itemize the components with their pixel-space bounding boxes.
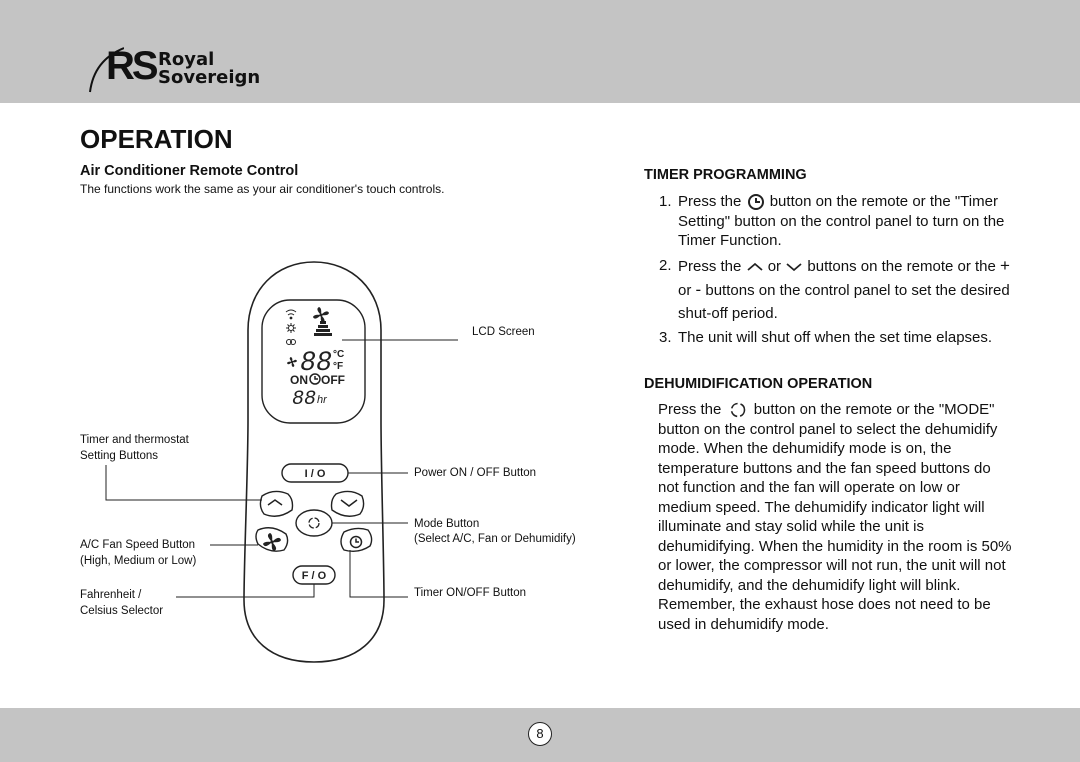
label-power: Power ON / OFF Button — [414, 467, 537, 479]
timer-steps: 1. Press the button on the remote or the… — [644, 192, 1024, 350]
label-fahrenheit-1: Fahrenheit / — [80, 589, 142, 601]
step-text: or — [767, 257, 782, 275]
header-band — [0, 0, 1080, 103]
lcd-hour-digits: 88 — [292, 388, 316, 411]
step-number: 1. — [659, 193, 672, 210]
fan-icon-small — [287, 357, 297, 367]
chevron-up-icon — [267, 499, 283, 506]
lcd-off: OFF — [321, 373, 345, 387]
timer-section-title: TIMER PROGRAMMING — [644, 167, 807, 183]
fan-icon-lcd — [313, 307, 329, 323]
lcd-unit-f: °F — [333, 361, 343, 372]
remote-section-title: Air Conditioner Remote Control — [80, 163, 299, 179]
logo-name-line2: Sovereign — [158, 67, 261, 88]
timer-step-1: 1. Press the button on the remote or the… — [644, 192, 1024, 251]
wifi-icon — [285, 309, 297, 320]
label-timer-thermostat-1: Timer and thermostat — [80, 434, 189, 446]
clock-icon-lcd — [309, 373, 321, 385]
label-lcd-screen: LCD Screen — [472, 326, 535, 338]
step-text: buttons on the remote or — [807, 257, 971, 275]
lcd-hr: hr — [317, 394, 328, 406]
step-text: button on the remote or the "Timer Setti… — [678, 193, 1005, 249]
mode-cycle-icon — [730, 402, 745, 418]
label-mode-2: (Select A/C, Fan or Dehumidify) — [414, 533, 576, 545]
drop-icon — [286, 339, 296, 345]
chevron-down-icon — [340, 499, 358, 507]
fo-button-label: F / O — [302, 570, 327, 582]
label-mode-1: Mode Button — [414, 518, 480, 530]
dehumid-paragraph: Press the button on the remote or the "M… — [658, 400, 1014, 634]
step-text: Press the — [678, 193, 742, 210]
label-fan-1: A/C Fan Speed Button — [80, 539, 196, 551]
brand-logo: RS Royal Sovereign — [84, 40, 264, 100]
timer-button — [340, 527, 373, 553]
timer-step-3: 3. The unit will shut off when the set t… — [644, 328, 1024, 348]
step-text: Press the — [678, 257, 742, 275]
label-fahrenheit-2: Celsius Selector — [80, 605, 164, 617]
clock-icon — [747, 194, 764, 211]
temp-down-button — [330, 490, 365, 517]
step-number: 2. — [659, 256, 672, 274]
label-timer-onoff: Timer ON/OFF Button — [414, 587, 527, 599]
fan-speed-bars — [314, 321, 332, 336]
minus-symbol: - — [695, 279, 702, 299]
page-number: 8 — [528, 722, 552, 746]
logo-name-line1: Royal — [158, 49, 215, 70]
fan-icon — [263, 533, 281, 551]
step-text: or — [678, 281, 692, 299]
power-button-label: I / O — [305, 468, 326, 480]
step-text: the — [975, 257, 996, 275]
dehumid-section-title: DEHUMIDIFICATION OPERATION — [644, 376, 873, 392]
dehumid-text: button on the remote or the "MODE" butto… — [658, 401, 1012, 633]
page-title: OPERATION — [80, 124, 233, 154]
label-timer-thermostat-2: Setting Buttons — [80, 450, 158, 462]
lcd-on: ON — [290, 373, 308, 387]
dehumid-text: Press the — [658, 401, 722, 418]
clock-icon-button — [349, 535, 363, 549]
timer-step-2: 2. Press the or buttons on the remote or… — [644, 254, 1024, 325]
step-text: buttons on the control panel to set the … — [678, 281, 1010, 322]
sun-icon — [286, 323, 296, 333]
chevron-down-icon — [786, 262, 802, 271]
lcd-unit-c: °C — [333, 349, 344, 360]
logo-swoosh-icon — [89, 47, 124, 93]
mode-cycle-icon — [308, 517, 320, 529]
logo-initials: RS — [106, 44, 159, 88]
mode-button — [295, 509, 333, 537]
chevron-up-icon — [746, 262, 763, 271]
label-fan-2: (High, Medium or Low) — [80, 555, 197, 567]
remote-section-description: The functions work the same as your air … — [80, 182, 445, 196]
temp-up-button — [259, 490, 294, 517]
step-text: The unit will shut off when the set time… — [678, 328, 993, 346]
leader-lines — [105, 339, 458, 598]
plus-symbol: + — [1000, 255, 1010, 275]
step-number: 3. — [659, 328, 672, 346]
fan-speed-button — [255, 527, 289, 552]
